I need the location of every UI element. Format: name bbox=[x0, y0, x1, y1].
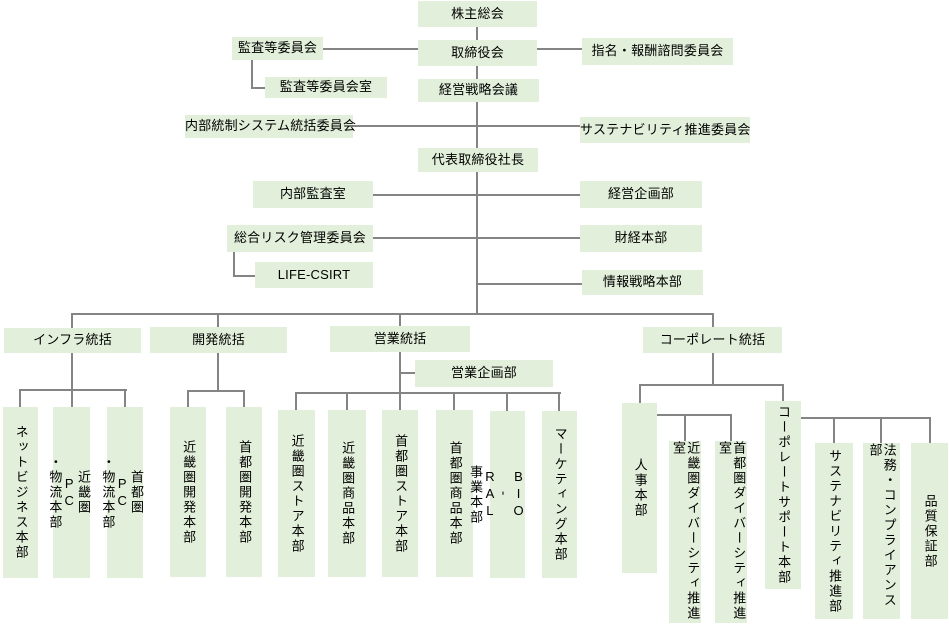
connector-line bbox=[478, 125, 580, 127]
connector-line bbox=[295, 392, 561, 394]
connector-line bbox=[537, 48, 582, 50]
connector-line bbox=[323, 48, 418, 50]
connector-line bbox=[801, 417, 931, 419]
node-internal-audit-office: 内部監査室 bbox=[253, 181, 373, 208]
node-sales-planning-dept: 営業企画部 bbox=[415, 360, 553, 387]
connector-line bbox=[187, 390, 245, 392]
node-net-business-hq: ネットビジネス本部 bbox=[3, 407, 38, 578]
connector-line bbox=[251, 60, 253, 89]
connector-line bbox=[782, 384, 784, 401]
connector-line bbox=[639, 384, 784, 386]
connector-line bbox=[71, 389, 73, 407]
connector-line bbox=[373, 237, 580, 239]
connector-line bbox=[639, 384, 641, 403]
connector-line bbox=[712, 313, 714, 327]
node-metro-products-hq: 首都圏商品本部 bbox=[436, 410, 473, 577]
connector-line bbox=[217, 313, 219, 327]
node-kinki-store-hq: 近畿圏ストア本部 bbox=[278, 410, 315, 577]
connector-line bbox=[373, 194, 580, 196]
connector-line bbox=[476, 172, 478, 313]
node-kinki-products-hq: 近畿圏商品本部 bbox=[328, 410, 366, 577]
node-quality-assurance-dept: 品質保証部 bbox=[911, 443, 948, 619]
node-kinki-diversity-office: 近畿圏ダイバーシティ推進室 bbox=[669, 441, 701, 623]
connector-line bbox=[399, 372, 415, 374]
connector-line bbox=[19, 389, 127, 391]
node-life-csirt: LIFE-CSIRT bbox=[255, 262, 373, 288]
connector-line bbox=[71, 353, 73, 391]
node-corporate-division: コーポレート統括 bbox=[643, 327, 782, 353]
node-nomination-remuneration-committee: 指名・報酬諮問委員会 bbox=[582, 38, 733, 65]
connector-line bbox=[476, 102, 478, 148]
connector-line bbox=[251, 87, 265, 89]
connector-line bbox=[187, 390, 189, 407]
node-audit-committee: 監査等委員会 bbox=[232, 37, 323, 60]
connector-line bbox=[684, 414, 686, 441]
node-internal-control-committee: 内部統制システム統括委員会 bbox=[185, 115, 356, 138]
connector-line bbox=[880, 417, 882, 443]
connector-line bbox=[346, 392, 348, 410]
connector-line bbox=[233, 275, 255, 277]
node-board-of-directors: 取締役会 bbox=[418, 40, 537, 66]
node-sustainability-dept: サステナビリティ推進部 bbox=[815, 443, 853, 619]
connector-line bbox=[506, 392, 508, 411]
connector-line bbox=[833, 417, 835, 443]
node-hr-hq: 人事本部 bbox=[622, 403, 657, 573]
connector-line bbox=[712, 353, 714, 386]
connector-line bbox=[19, 389, 21, 407]
node-metro-store-hq: 首都圏ストア本部 bbox=[382, 410, 418, 577]
node-shareholders-meeting: 株主総会 bbox=[418, 1, 537, 27]
node-info-strategy-hq: 情報戦略本部 bbox=[582, 270, 703, 295]
connector-line bbox=[217, 353, 219, 392]
connector-line bbox=[399, 313, 401, 326]
connector-line bbox=[478, 283, 582, 285]
node-sales-division: 営業統括 bbox=[330, 326, 470, 352]
connector-line bbox=[71, 313, 714, 315]
node-sustainability-committee: サステナビリティ推進委員会 bbox=[580, 117, 750, 143]
connector-line bbox=[353, 125, 476, 127]
node-kinki-development-hq: 近畿圏開発本部 bbox=[170, 407, 206, 577]
node-marketing-hq: マーケティング本部 bbox=[542, 411, 577, 578]
node-management-strategy-council: 経営戦略会議 bbox=[418, 79, 539, 102]
node-risk-management-committee: 総合リスク管理委員会 bbox=[227, 225, 373, 252]
connector-line bbox=[558, 392, 560, 411]
node-president: 代表取締役社長 bbox=[418, 148, 538, 172]
connector-line bbox=[124, 389, 126, 407]
connector-line bbox=[399, 392, 401, 410]
connector-line bbox=[233, 252, 235, 277]
node-corporate-planning-dept: 経営企画部 bbox=[580, 181, 702, 208]
connector-line bbox=[476, 66, 478, 79]
node-finance-hq: 財経本部 bbox=[580, 225, 702, 252]
connector-line bbox=[657, 414, 732, 416]
connector-line bbox=[929, 417, 931, 443]
connector-line bbox=[243, 390, 245, 407]
connector-line bbox=[476, 27, 478, 40]
node-infrastructure-division: インフラ統括 bbox=[4, 328, 141, 353]
node-legal-compliance-dept: 法務・コンプライアンス部 bbox=[863, 443, 900, 619]
node-metro-development-hq: 首都圏開発本部 bbox=[226, 407, 262, 577]
connector-line bbox=[730, 414, 732, 441]
node-development-division: 開発統括 bbox=[150, 327, 287, 353]
node-metro-diversity-office: 首都圏ダイバーシティ推進室 bbox=[715, 441, 747, 623]
connector-line bbox=[71, 313, 73, 328]
connector-line bbox=[453, 392, 455, 410]
node-corporate-support-hq: コーポレートサポート本部 bbox=[765, 401, 801, 589]
connector-line bbox=[295, 392, 297, 410]
node-audit-committee-office: 監査等委員会室 bbox=[265, 77, 387, 98]
